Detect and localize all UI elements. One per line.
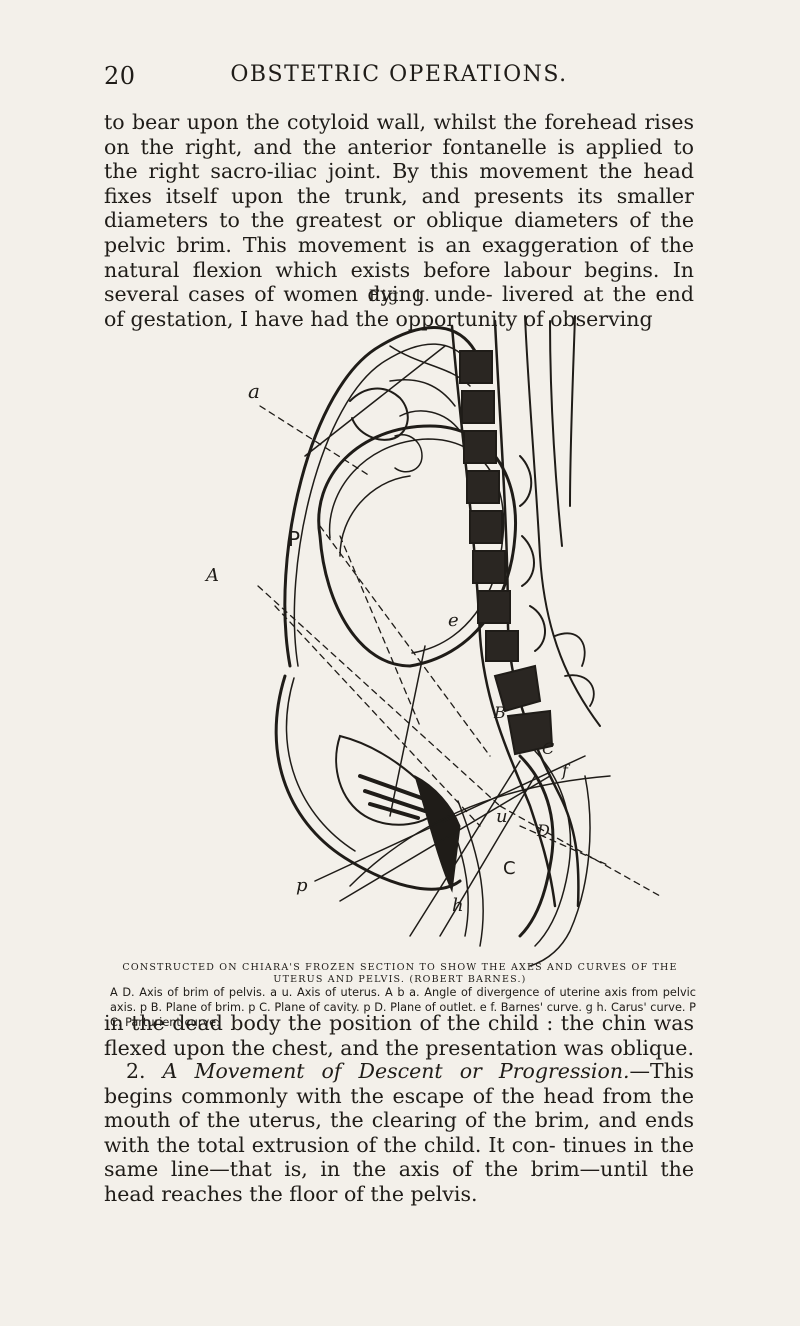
figure-caption-heading: Constructed on Chiara's frozen section t…	[122, 962, 678, 985]
paragraph-3: 2. A Movement of Descent or Progression.…	[104, 1059, 694, 1207]
paragraph-1: to bear upon the cotyloid wall, whilst t…	[104, 110, 694, 331]
figure-letter-f: f	[561, 761, 571, 780]
figure-letter-A: A	[204, 565, 219, 586]
figure-caption-body: A D. Axis of brim of pelvis. a u. Axis o…	[110, 986, 696, 1029]
paragraph-2: in the dead body the position of the chi…	[104, 1011, 694, 1060]
section-text: —This begins commonly with the escape of…	[104, 1059, 694, 1206]
figure-letter-D: D	[536, 821, 550, 840]
figure-letter-B: B	[493, 703, 506, 722]
figure-letter-h: h	[452, 895, 464, 916]
figure-letter-p: p	[296, 875, 308, 896]
page-number: 20	[104, 62, 136, 90]
running-head: OBSTETRIC OPERATIONS.	[230, 62, 568, 87]
section-heading: A Movement of Descent or Progression.	[162, 1059, 630, 1083]
figure-letter-C-lower: C	[503, 858, 516, 879]
figure-drawing: a A P e B C f u D C p h	[204, 315, 661, 967]
figure-letter-a: a	[248, 379, 260, 403]
figure-letter-P: P	[288, 527, 300, 551]
figure-letter-u: u	[496, 806, 508, 827]
figure-label: Fig. 1.	[368, 286, 432, 305]
figure-letter-C-upper: C	[542, 739, 554, 758]
figure-letter-e: e	[448, 610, 459, 631]
page-header: 20 OBSTETRIC OPERATIONS.	[104, 62, 694, 94]
section-number: 2.	[126, 1059, 163, 1083]
anatomical-section-figure: a A P e B C f u D C p h	[190, 306, 661, 967]
